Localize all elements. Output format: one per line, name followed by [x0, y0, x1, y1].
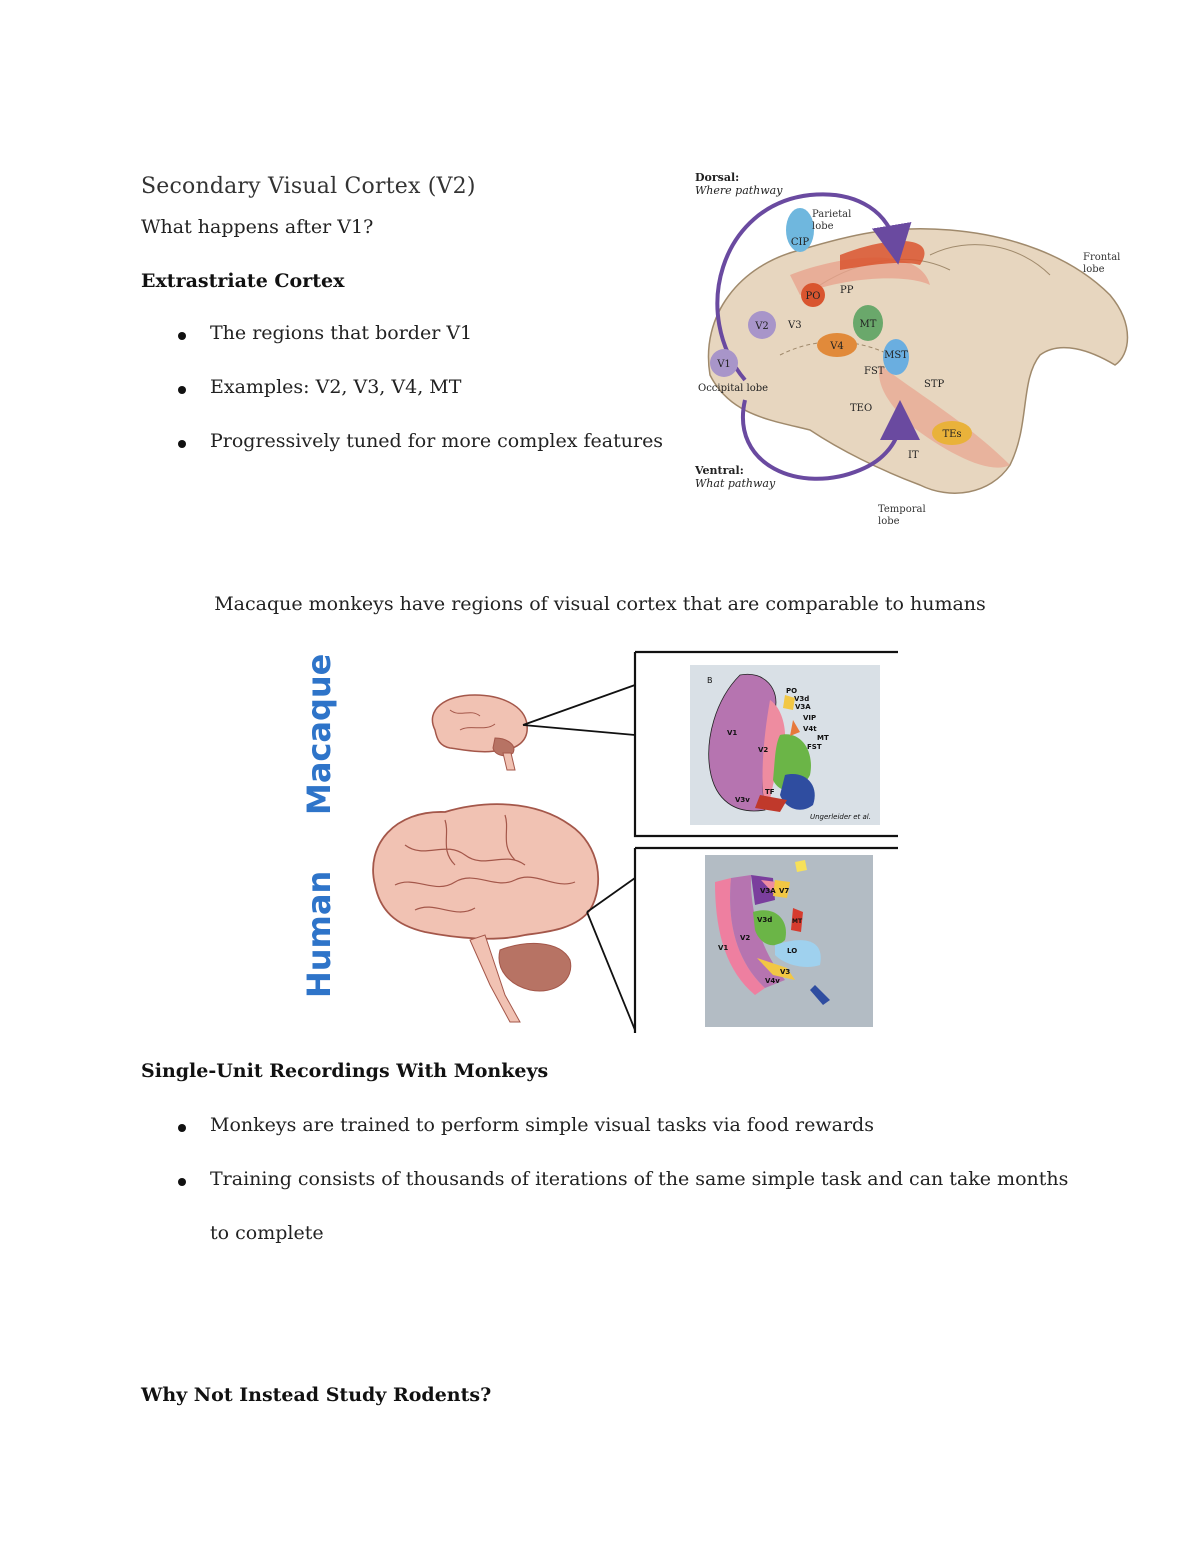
list-item-continuation: to complete [210, 1222, 324, 1244]
area-cip [786, 208, 814, 252]
label-tes: TEs [942, 429, 961, 440]
label-human-v1: V1 [718, 944, 728, 952]
area-mt [853, 305, 883, 341]
label-stp: STP [924, 379, 945, 390]
page-subtitle: What happens after V1? [141, 216, 374, 238]
label-macaque-v4t: V4t [803, 725, 817, 733]
label-macaque-fst: FST [807, 743, 822, 751]
bullet-dot [178, 386, 186, 394]
section-heading-rodents: Why Not Instead Study Rodents? [141, 1384, 492, 1406]
label-human-v2: V2 [740, 934, 750, 942]
list-item: Examples: V2, V3, V4, MT [210, 376, 462, 398]
label-teo: TEO [850, 403, 872, 414]
label-parietal-lobe: Parietal [812, 209, 851, 220]
label-occipital-lobe: Occipital lobe [698, 383, 768, 394]
label-human-v3d: V3d [757, 916, 772, 924]
label-human-v3: V3 [780, 968, 790, 976]
label-human: Human [300, 871, 338, 998]
label-human-lo: LO [787, 947, 797, 955]
pathway-stripe [790, 257, 930, 295]
label-mst: MST [884, 350, 908, 361]
figure-caption: Macaque monkeys have regions of visual c… [214, 593, 986, 615]
label-macaque-po: PO [786, 687, 797, 695]
area-v1 [710, 349, 738, 377]
label-macaque-v3a: V3A [795, 703, 811, 711]
bullet-dot [178, 1178, 186, 1186]
label-what-pathway: What pathway [695, 477, 776, 490]
label-macaque-v2: V2 [758, 746, 768, 754]
macaque-human-comparison-figure: Macaque Human B PO V3d V3A VIP V4t MT FS… [300, 650, 898, 1033]
area-v4 [817, 333, 857, 357]
label-temporal-lobe: Temporal [878, 504, 926, 515]
label-human-mt: MT [792, 918, 803, 925]
label-macaque-vip: VIP [803, 714, 816, 722]
label-macaque-v3v: V3v [735, 796, 750, 804]
macaque-flatmap: B PO V3d V3A VIP V4t MT FST V1 V2 V3v TF… [690, 665, 880, 825]
macaque-pathways-figure: CIP PO PP V2 V3 V1 Occipital lobe MT V4 … [694, 171, 1129, 527]
list-item: The regions that border V1 [210, 322, 473, 344]
label-where-pathway: Where pathway [695, 184, 783, 197]
macaque-brain-drawing [431, 694, 528, 771]
label-human-v3a: V3A [760, 887, 776, 895]
list-item: Monkeys are trained to perform simple vi… [210, 1114, 874, 1136]
label-v3: V3 [787, 320, 802, 331]
label-dorsal: Dorsal: [695, 171, 739, 184]
label-frontal-lobe-2: lobe [1083, 264, 1105, 275]
page-title: Secondary Visual Cortex (V2) [141, 174, 476, 199]
list-item: Training consists of thousands of iterat… [210, 1168, 1069, 1190]
label-v2: V2 [754, 321, 769, 332]
label-macaque-tf: TF [765, 788, 775, 796]
label-mt: MT [860, 319, 877, 330]
pathway-stripe [879, 365, 1010, 468]
area-mst [883, 339, 909, 375]
label-ventral: Ventral: [694, 464, 744, 477]
area-tes [932, 421, 972, 445]
label-v1: V1 [716, 359, 731, 370]
label-it: IT [908, 450, 919, 461]
label-v4: V4 [829, 341, 844, 352]
label-macaque-v3d: V3d [794, 695, 809, 703]
label-human-v7: V7 [779, 887, 789, 895]
label-frontal-lobe: Frontal [1083, 252, 1120, 263]
label-human-v4v: V4v [765, 977, 780, 985]
label-temporal-lobe-2: lobe [878, 516, 900, 527]
label-cip: CIP [791, 237, 810, 248]
dorsal-arrow [715, 192, 912, 382]
bullet-dot [178, 440, 186, 448]
human-brain-drawing [372, 803, 600, 1023]
area-po [801, 283, 825, 307]
label-fst: FST [864, 366, 885, 377]
label-pp: PP [840, 285, 854, 296]
ventral-arrow [741, 399, 920, 481]
label-parietal-lobe-2: lobe [812, 221, 834, 232]
area-v2 [748, 311, 776, 339]
bullet-dot [178, 1124, 186, 1132]
list-item: Progressively tuned for more complex fea… [210, 430, 664, 452]
figure-credit: Ungerleider et al. [810, 813, 871, 821]
label-macaque-v1: V1 [727, 729, 737, 737]
panel-letter: B [707, 676, 713, 685]
human-flatmap: V3A V7 V1 V2 V3d MT LO V3 V4v [705, 855, 873, 1027]
label-macaque-mt: MT [817, 734, 829, 742]
label-macaque: Macaque [300, 654, 338, 815]
section-heading-single-unit: Single-Unit Recordings With Monkeys [141, 1060, 549, 1082]
section-heading-extrastriate: Extrastriate Cortex [141, 270, 345, 292]
bullet-dot [178, 332, 186, 340]
label-po: PO [806, 291, 821, 302]
